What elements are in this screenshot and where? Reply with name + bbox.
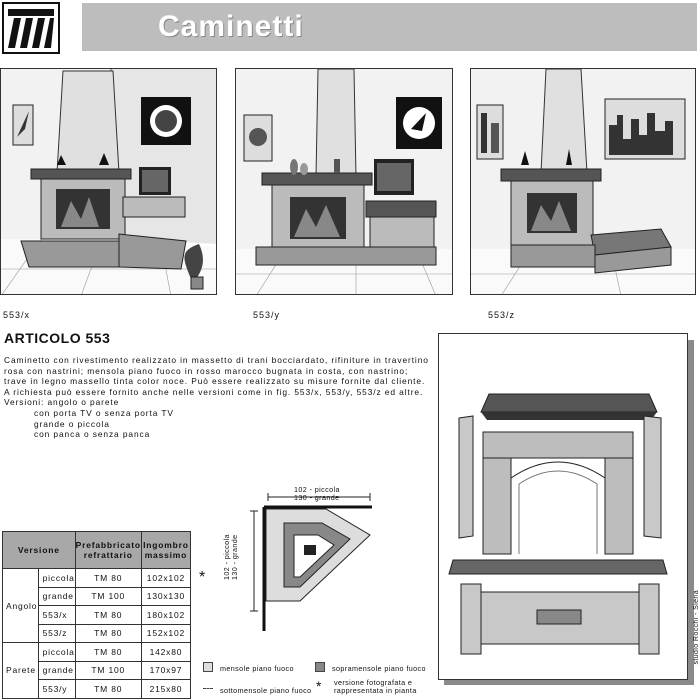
cell-version: 553/x bbox=[37, 605, 76, 625]
exploded-drawing bbox=[438, 333, 688, 680]
cell-refractory: TM 100 bbox=[74, 660, 142, 680]
cell-version: grande bbox=[37, 586, 76, 606]
cell-size: 142x80 bbox=[140, 642, 192, 662]
fireplace-illustration-y bbox=[235, 68, 453, 295]
version-option: con panca o senza panca bbox=[34, 429, 151, 440]
cell-refractory: TM 80 bbox=[74, 605, 142, 625]
plan-dim-top-small: 102 - piccola bbox=[294, 485, 340, 494]
cell-refractory: TM 80 bbox=[74, 623, 142, 643]
table-row: Angolo piccola TM 80 102x102 * bbox=[2, 568, 205, 643]
cell-size: 152x102 bbox=[140, 623, 192, 643]
cell-version: grande bbox=[37, 660, 76, 680]
article-description: Caminetto con rivestimento realizzato in… bbox=[4, 355, 432, 440]
group-label-parete: Parete bbox=[2, 642, 39, 699]
legend-label-sopramensole: sopramensole piano fuoco bbox=[332, 664, 426, 673]
description-paragraph: A richiesta può essere fornito anche nel… bbox=[4, 386, 424, 397]
table-row: 553/x TM 80 180x102 bbox=[3, 605, 192, 625]
table-row: grande TM 100 170x97 bbox=[3, 660, 192, 680]
cell-size: 130x130 bbox=[140, 586, 192, 606]
studio-credit: studio Rocchi - Siena bbox=[693, 590, 700, 665]
fireplace-illustration-z bbox=[470, 68, 696, 295]
legend-label-sottomensole: sottomensole piano fuoco bbox=[220, 686, 312, 695]
legend-swatch-sottomensole bbox=[203, 688, 213, 689]
photo-caption-x: 553/x bbox=[3, 310, 31, 320]
title-bar bbox=[82, 3, 697, 51]
article-heading: ARTICOLO 553 bbox=[4, 330, 111, 346]
legend-swatch-mensole bbox=[203, 662, 213, 672]
legend-swatch-sopramensole bbox=[315, 662, 325, 672]
photo-caption-z: 553/z bbox=[488, 310, 516, 320]
photographed-star: * bbox=[198, 569, 206, 586]
fireplace-illustration-x bbox=[0, 68, 217, 295]
photo-caption-y: 553/y bbox=[253, 310, 281, 320]
plan-view bbox=[240, 483, 380, 633]
column-header-version: Versione bbox=[2, 531, 76, 569]
table-row: Parete piccola TM 80 142x80 bbox=[2, 642, 192, 699]
column-header-size: Ingombro massimo bbox=[140, 531, 192, 569]
cell-refractory: TM 100 bbox=[74, 586, 142, 606]
cell-version: piccola bbox=[37, 568, 76, 588]
brand-logo bbox=[2, 2, 60, 54]
column-header-refractory: Prefabbricato refrattario bbox=[74, 531, 142, 569]
cell-size: 102x102 * bbox=[140, 568, 205, 588]
legend-star-icon: * bbox=[316, 678, 322, 694]
cell-version: 553/z bbox=[37, 623, 76, 643]
table-row: 553/y TM 80 215x80 bbox=[3, 679, 192, 699]
spec-table: Versione Prefabbricato refrattario Ingom… bbox=[2, 531, 205, 699]
cell-size: 215x80 bbox=[140, 679, 192, 699]
cell-size: 170x97 bbox=[140, 660, 192, 680]
cell-refractory: TM 80 bbox=[74, 642, 142, 662]
cell-version: 553/y bbox=[37, 679, 76, 699]
table-header-row: Versione Prefabbricato refrattario Ingom… bbox=[2, 531, 192, 569]
description-paragraph: Versioni: angolo o parete bbox=[4, 397, 120, 408]
cell-size: 180x102 bbox=[140, 605, 192, 625]
cell-refractory: TM 80 bbox=[74, 568, 142, 588]
legend-label-versione: versione fotografata e rappresentata in … bbox=[334, 678, 417, 695]
version-option: grande o piccola bbox=[34, 418, 110, 429]
table-row: grande TM 100 130x130 bbox=[3, 586, 192, 606]
description-paragraph: Caminetto con rivestimento realizzato in… bbox=[4, 355, 429, 387]
plan-dim-side-large: 130 - grande bbox=[230, 534, 239, 580]
cell-refractory: TM 80 bbox=[74, 679, 142, 699]
version-option: con porta TV o senza porta TV bbox=[34, 407, 174, 418]
legend-label-mensole: mensole piano fuoco bbox=[220, 664, 294, 673]
size-value: 102x102 bbox=[146, 572, 186, 583]
plan-dim-top-large: 130 - grande bbox=[294, 493, 340, 502]
cell-version: piccola bbox=[37, 642, 76, 662]
page-title: Caminetti bbox=[158, 10, 304, 43]
group-label-angolo: Angolo bbox=[2, 568, 39, 643]
